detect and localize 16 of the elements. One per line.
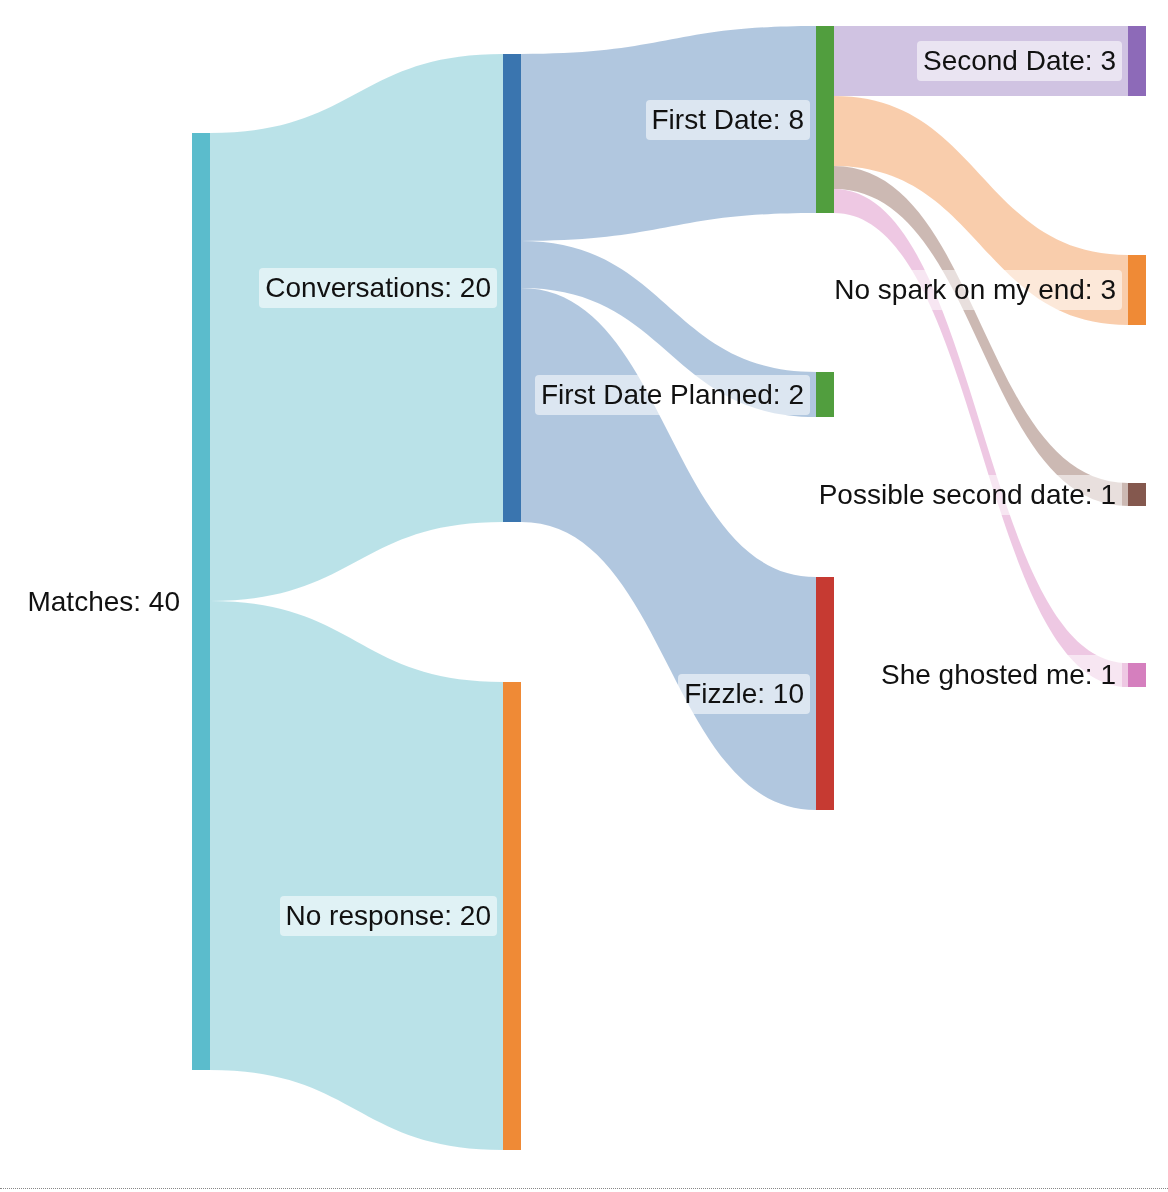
- node-label: First Date Planned: 2: [534, 374, 810, 415]
- node-label: Fizzle: 10: [678, 673, 810, 714]
- flow-band: [210, 54, 503, 601]
- node-label: No response: 20: [279, 896, 497, 936]
- flow-band: [210, 601, 503, 1150]
- flow-band: [521, 288, 816, 810]
- node-label: Conversations: 20: [259, 268, 497, 308]
- node-label: Second Date: 3: [916, 41, 1122, 81]
- node-label: First Date: 8: [645, 99, 810, 140]
- flow-band: [834, 189, 1128, 687]
- flow-band: [834, 26, 1128, 96]
- node-label: Matches: 40: [26, 584, 181, 619]
- flow-band: [834, 96, 1128, 325]
- flow-band: [521, 241, 816, 417]
- flow-band: [834, 166, 1128, 506]
- flow-band: [521, 26, 816, 241]
